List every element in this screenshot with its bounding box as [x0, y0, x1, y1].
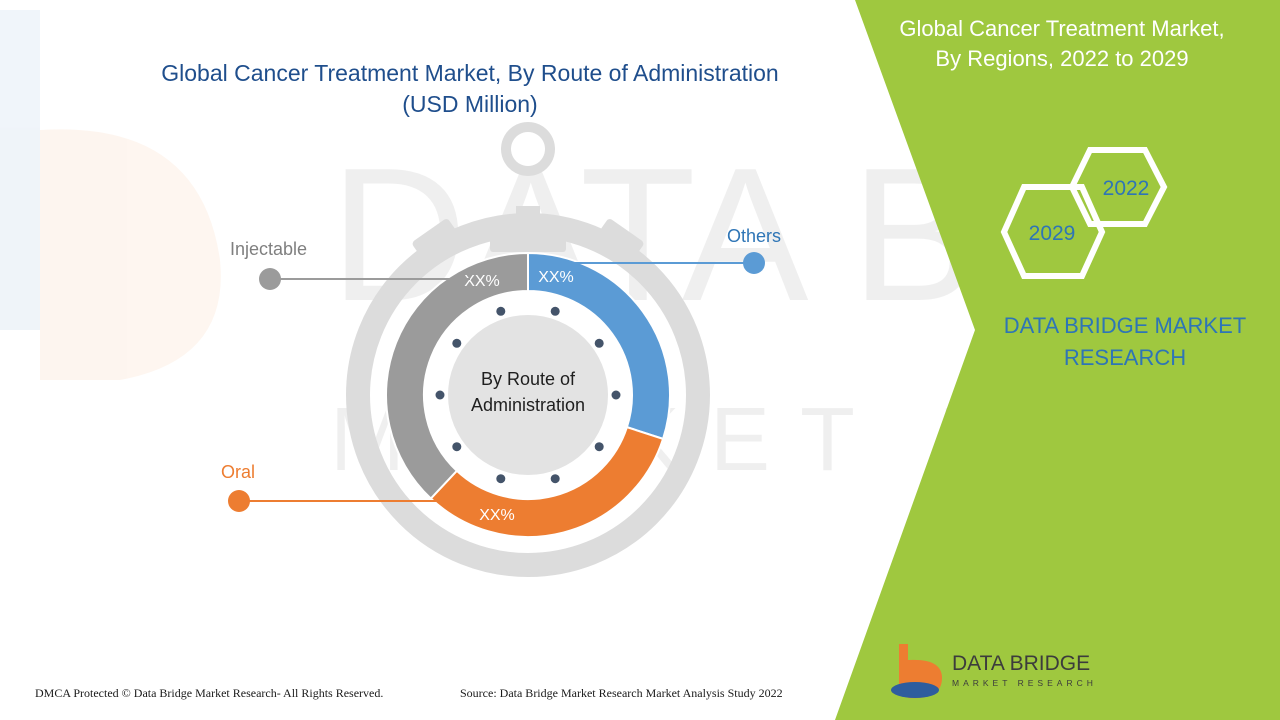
hexagon-2029	[1000, 184, 1106, 279]
dial-dot	[550, 306, 560, 316]
stopwatch-outer-ring	[346, 213, 710, 577]
stopwatch-ring-icon	[501, 122, 555, 176]
right-panel-title: Global Cancer Treatment Market, By Regio…	[862, 14, 1262, 74]
chart-title-line1: Global Cancer Treatment Market, By Route…	[161, 60, 779, 86]
chart-title: Global Cancer Treatment Market, By Route…	[60, 58, 880, 120]
hex-year-2029: 2029	[1029, 222, 1076, 245]
dial-dot	[594, 338, 604, 348]
injectable-percent-label: XX%	[464, 273, 500, 290]
logo-text-line1: DATA BRIDGE	[952, 652, 1090, 675]
oral-legend-marker	[228, 490, 250, 512]
center-label-line1: By Route of	[481, 369, 576, 389]
others-legend-label: Others	[727, 226, 781, 246]
right-panel-brand: DATA BRIDGE MARKET RESEARCH	[985, 310, 1265, 374]
dial-dot	[550, 474, 560, 484]
right-panel-brand-line1: DATA BRIDGE MARKET	[1003, 313, 1247, 338]
right-panel-brand-line2: RESEARCH	[1063, 345, 1187, 370]
dial-dot	[594, 442, 604, 452]
others-percent-label: XX%	[538, 269, 574, 286]
footer-source: Source: Data Bridge Market Research Mark…	[460, 686, 783, 700]
dial-dot	[611, 390, 621, 400]
dial-dots	[435, 306, 621, 484]
oral-percent-label: XX%	[479, 507, 515, 524]
others-legend-marker	[743, 252, 765, 274]
dial-dot	[452, 338, 462, 348]
injectable-legend-label: Injectable	[230, 239, 307, 259]
right-panel-title-line1: Global Cancer Treatment Market,	[899, 16, 1225, 41]
dial-dot	[452, 442, 462, 452]
right-green-panel	[835, 0, 1280, 720]
injectable-legend-marker	[259, 268, 281, 290]
logo-bar-icon	[899, 644, 908, 690]
watermark-b-icon	[40, 129, 221, 380]
center-label-line2: Administration	[471, 395, 585, 415]
donut-chart	[384, 251, 671, 538]
dial-dot	[435, 390, 445, 400]
dial-dot	[496, 474, 506, 484]
logo-swoosh-icon	[891, 682, 939, 698]
watermark-bar-icon	[0, 10, 40, 330]
dial-dot	[496, 306, 506, 316]
logo-text-line2: MARKET RESEARCH	[952, 678, 1097, 688]
footer-copyright: DMCA Protected © Data Bridge Market Rese…	[35, 686, 384, 700]
right-panel-title-line2: By Regions, 2022 to 2029	[935, 46, 1189, 71]
center-disc	[448, 315, 608, 475]
oral-legend-label: Oral	[221, 462, 255, 482]
chart-title-line2: (USD Million)	[402, 91, 538, 117]
hex-year-2022: 2022	[1103, 177, 1150, 200]
data-bridge-logo: DATA BRIDGE MARKET RESEARCH	[891, 644, 1097, 699]
stopwatch-crown	[490, 236, 566, 252]
